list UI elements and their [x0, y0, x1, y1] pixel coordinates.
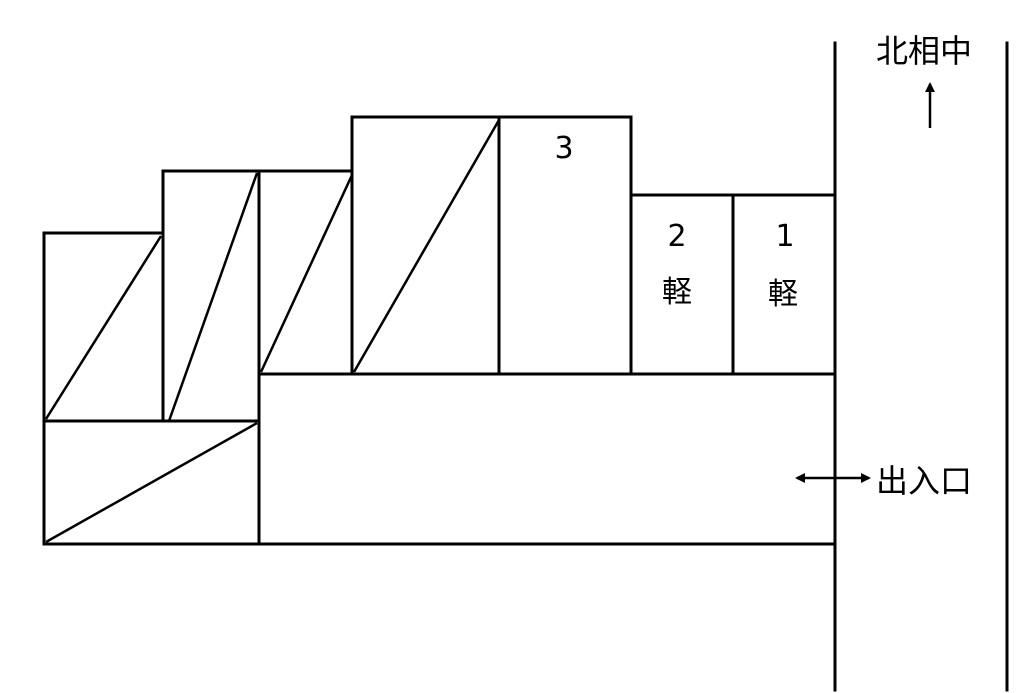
parking-space-1: 1 軽 — [731, 193, 837, 376]
driveway-aisle — [257, 372, 837, 546]
unavailable-space — [257, 169, 354, 376]
unavailable-space — [161, 169, 261, 423]
space-number: 2 — [667, 219, 686, 254]
direction-label: 北相中 — [876, 32, 972, 70]
unavailable-space — [42, 231, 165, 423]
space-type-kei: 軽 — [768, 277, 798, 312]
unavailable-space — [350, 115, 501, 376]
space-type-kei: 軽 — [662, 275, 692, 310]
parking-space-2: 2 軽 — [629, 193, 735, 376]
space-number: 3 — [554, 131, 573, 166]
unavailable-space — [42, 419, 261, 546]
parking-space-3: 3 — [497, 115, 633, 376]
entrance-label: 出入口 — [876, 462, 972, 500]
space-number: 1 — [775, 219, 794, 254]
